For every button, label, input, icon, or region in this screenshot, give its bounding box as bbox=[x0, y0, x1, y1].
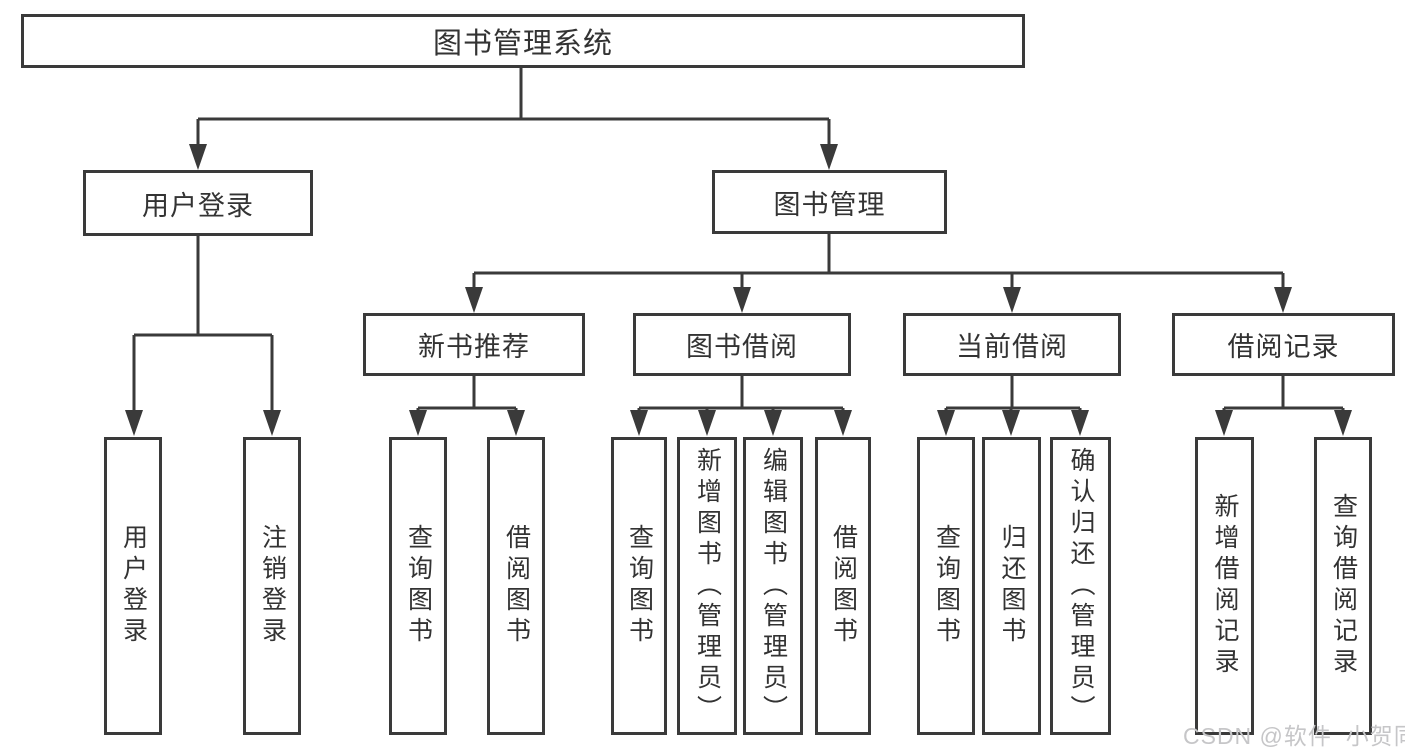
node-new-book-recommend: 新书推荐 bbox=[363, 313, 585, 376]
node-label: 借阅图书 bbox=[502, 524, 531, 648]
leaf-confirm-return-admin: 确认归还（管理员） bbox=[1050, 437, 1111, 735]
node-label: 新增图书（管理员） bbox=[693, 446, 722, 726]
leaf-query-borrow-record: 查询借阅记录 bbox=[1314, 437, 1372, 735]
node-label: 用户登录 bbox=[142, 190, 254, 221]
node-label: 确认归还（管理员） bbox=[1067, 446, 1095, 726]
node-label: 新增借阅记录 bbox=[1211, 493, 1239, 679]
node-book-borrowing: 图书借阅 bbox=[633, 313, 851, 376]
node-label: 借阅记录 bbox=[1227, 332, 1340, 362]
node-user-login-branch: 用户登录 bbox=[83, 170, 313, 236]
node-label: 用户登录 bbox=[119, 524, 148, 648]
node-label: 图书借阅 bbox=[686, 332, 798, 362]
leaf-return-books: 归还图书 bbox=[982, 437, 1041, 735]
node-borrowing-records: 借阅记录 bbox=[1172, 313, 1395, 376]
node-label: 借阅图书 bbox=[829, 524, 858, 648]
node-label: 编辑图书（管理员） bbox=[759, 446, 788, 726]
leaf-add-borrow-record: 新增借阅记录 bbox=[1195, 437, 1254, 735]
leaf-logout: 注销登录 bbox=[243, 437, 301, 735]
leaf-borrow-books-recommend: 借阅图书 bbox=[487, 437, 545, 735]
node-label: 图书管理 bbox=[773, 189, 886, 220]
node-system-root: 图书管理系统 bbox=[21, 14, 1025, 68]
node-label: 新书推荐 bbox=[418, 332, 530, 362]
node-label: 当前借阅 bbox=[956, 332, 1068, 362]
node-label: 图书管理系统 bbox=[432, 28, 613, 60]
csdn-watermark: CSDN @软件_小贺同学 bbox=[1183, 723, 1405, 747]
node-label: 查询图书 bbox=[625, 524, 654, 648]
leaf-query-books-current: 查询图书 bbox=[917, 437, 975, 735]
node-label: 归还图书 bbox=[998, 524, 1026, 648]
node-book-management-branch: 图书管理 bbox=[712, 170, 947, 234]
leaf-user-login: 用户登录 bbox=[104, 437, 162, 735]
leaf-query-books-recommend: 查询图书 bbox=[389, 437, 447, 735]
node-label: 注销登录 bbox=[258, 524, 287, 648]
leaf-add-books-admin: 新增图书（管理员） bbox=[677, 437, 737, 735]
leaf-borrow-books: 借阅图书 bbox=[815, 437, 871, 735]
node-label: 查询图书 bbox=[932, 524, 961, 648]
node-label: 查询图书 bbox=[404, 524, 433, 648]
arrowheads bbox=[125, 144, 1352, 436]
leaf-query-books-borrowing: 查询图书 bbox=[611, 437, 667, 735]
node-current-borrowing: 当前借阅 bbox=[903, 313, 1121, 376]
leaf-edit-books-admin: 编辑图书（管理员） bbox=[743, 437, 803, 735]
node-label: 查询借阅记录 bbox=[1329, 493, 1358, 679]
